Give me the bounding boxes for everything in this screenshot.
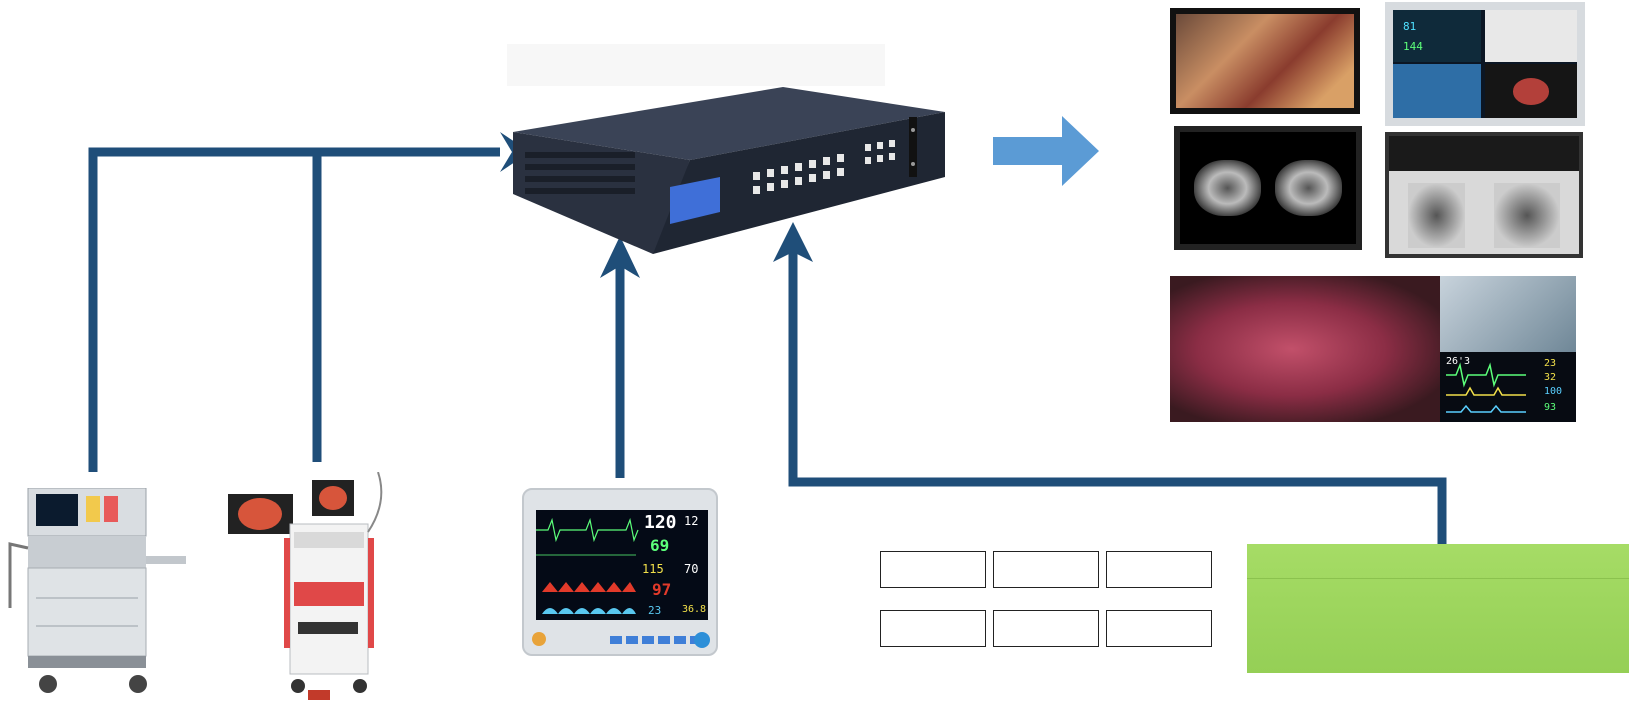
display-angiography: [1385, 132, 1583, 258]
up-arrow-icon: [773, 222, 813, 262]
monitor-heart-rate: 120: [644, 512, 677, 533]
overlay-vital-1: 23: [1543, 358, 1556, 369]
overlay-vital-4: 93: [1543, 402, 1556, 413]
display-ct-scan: [1174, 126, 1362, 250]
monitor-pulse: 97: [652, 580, 672, 599]
overlay-time: 26'3: [1446, 356, 1471, 367]
monitor-temp-2: 36.8: [682, 604, 707, 615]
label-box-3: [1106, 551, 1212, 588]
green-panel: [1247, 544, 1629, 673]
monitor-nibp-sys: 115: [642, 562, 664, 576]
patient-monitor: 120 12 69 115 70 97 23 36.8: [522, 488, 718, 656]
monitor-spo2: 69: [650, 536, 670, 555]
matrix-caption-banner: [507, 44, 885, 86]
matrix-buttons: [753, 140, 895, 194]
monitor-knob: [532, 632, 546, 646]
console-readout-2: 144: [1403, 40, 1423, 53]
up-arrow-icon: [600, 236, 640, 278]
monitor-temp-1: 23: [648, 604, 662, 617]
monitor-resp-rate: 12: [684, 514, 699, 528]
monitor-dial: [694, 632, 710, 648]
connector-line-anesthesia: [88, 147, 500, 472]
right-arrow-icon: [993, 116, 1099, 186]
monitor-nibp-dia: 70: [684, 562, 699, 576]
label-box-5: [993, 610, 1099, 647]
label-box-1: [880, 551, 986, 588]
label-box-6: [1106, 610, 1212, 647]
connector-line-right-source: [788, 250, 1447, 548]
endoscope-tower: [228, 472, 383, 700]
anesthesia-machine: [8, 488, 186, 693]
display-surgical-monitor: 81 144: [1385, 2, 1585, 126]
console-readout-1: 81: [1403, 20, 1417, 33]
label-box-4: [880, 610, 986, 647]
overlay-vital-2: 32: [1543, 372, 1556, 383]
matrix-lcd-screen: [670, 177, 720, 224]
display-surgery-composite: 26'3 23 32 100 93: [1170, 276, 1576, 422]
matrix-switcher-device: [513, 87, 945, 254]
label-box-2: [993, 551, 1099, 588]
display-laparoscopy: [1170, 8, 1360, 114]
overlay-vital-3: 100: [1543, 386, 1562, 397]
